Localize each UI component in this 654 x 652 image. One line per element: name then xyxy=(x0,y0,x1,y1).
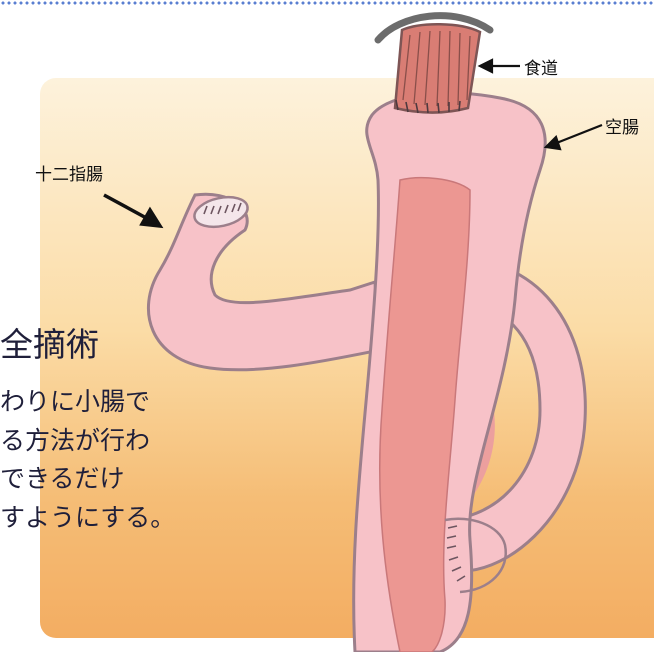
esophagus-arrow xyxy=(480,60,520,72)
jejunum-arrow xyxy=(546,125,602,149)
label-jejunum: 空腸 xyxy=(605,113,639,138)
label-duodenum: 十二指腸 xyxy=(35,160,103,185)
duodenum xyxy=(148,194,380,370)
duodenum-arrow xyxy=(104,195,160,226)
label-esophagus: 食道 xyxy=(524,54,558,79)
